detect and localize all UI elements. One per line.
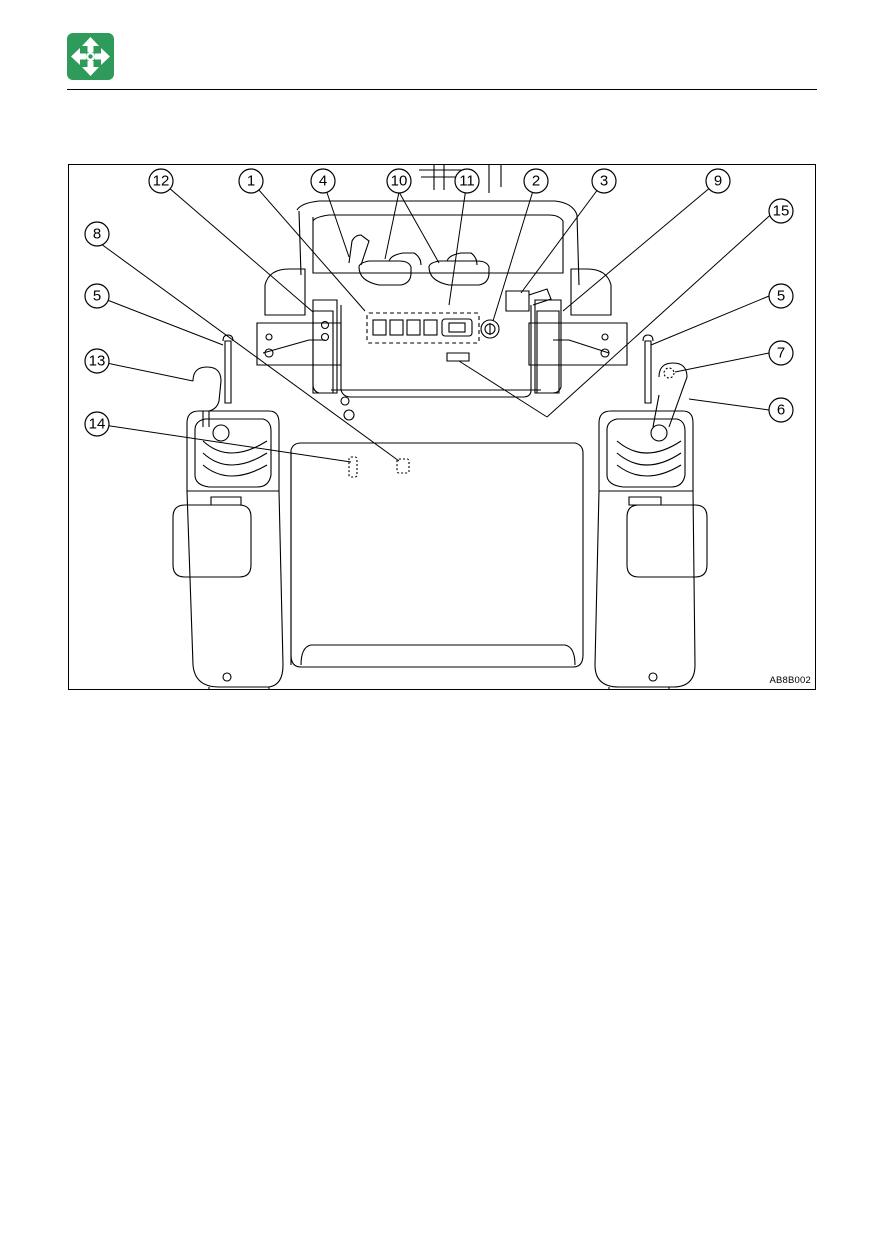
callout-2: 2: [532, 173, 540, 190]
operator-station-drawing: 1 2 3 4 5 5 6 7 8 9 10 11 12 13 14 15: [69, 165, 816, 690]
header-rule: [67, 89, 817, 90]
callout-11: 11: [459, 173, 475, 190]
callout-12: 12: [153, 173, 170, 190]
figure-code: AB8B002: [769, 675, 811, 686]
callout-5-left: 5: [93, 288, 101, 305]
callout-5-right: 5: [777, 288, 785, 305]
callout-group: 1 2 3 4 5 5 6 7 8 9 10 11 12 13 14 15: [85, 169, 793, 436]
callout-8: 8: [93, 226, 101, 243]
callout-4: 4: [319, 173, 327, 190]
callout-1: 1: [247, 173, 255, 190]
callout-6: 6: [777, 402, 785, 419]
navigation-arrows-icon: [67, 33, 114, 80]
callout-10: 10: [391, 173, 408, 190]
callout-13: 13: [89, 353, 106, 370]
callout-7: 7: [777, 345, 785, 362]
callout-9: 9: [714, 173, 722, 190]
operator-station-figure: 1 2 3 4 5 5 6 7 8 9 10 11 12 13 14 15 AB…: [68, 164, 816, 690]
callout-3: 3: [600, 173, 608, 190]
callout-15: 15: [773, 203, 790, 220]
callout-14: 14: [89, 416, 106, 433]
